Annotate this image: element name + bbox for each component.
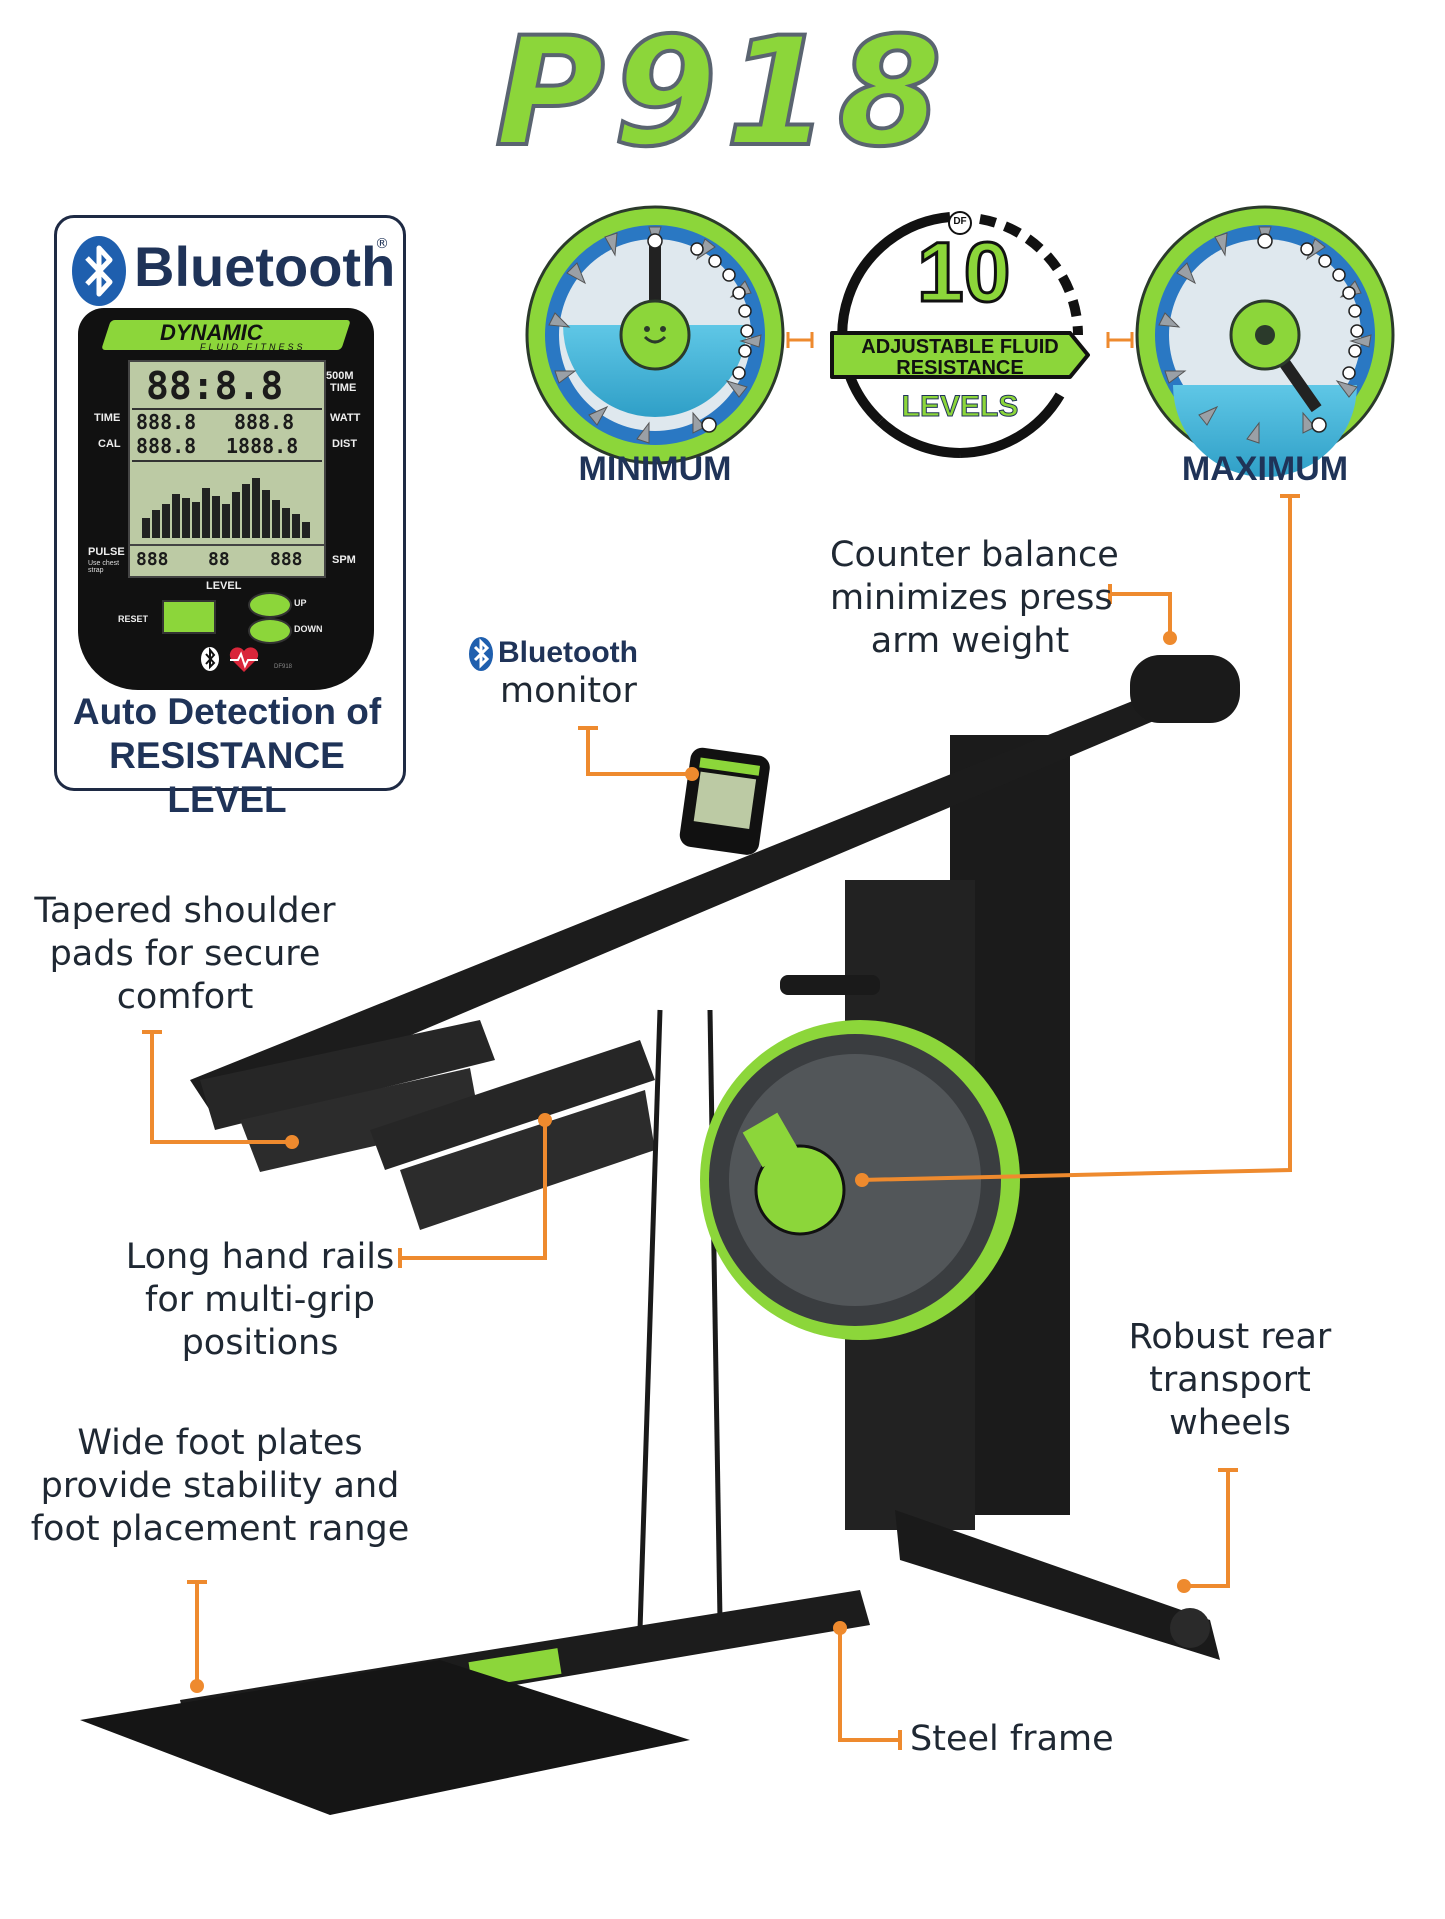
lcd-screen: 88:8.8 888.8 888.8 888.8 1888.8 (128, 360, 326, 546)
heart-rate-icon (229, 647, 259, 672)
badge-number: 10 (916, 225, 1012, 319)
lcd-main-digits: 88:8.8 (146, 364, 284, 408)
hand-rails-callout: Long hand rails for multi-grip positions (120, 1236, 400, 1365)
console-logo-text: DYNAMIC (160, 320, 263, 345)
console-logo-subtext: FLUID FITNESS (200, 342, 306, 352)
label-watt: WATT (330, 412, 361, 424)
foot-plates-line2: provide stability and (40, 1466, 400, 1506)
lcd-lower-strip: 888 88 888 (128, 544, 326, 578)
foot-plates-line1: Wide foot plates (77, 1423, 363, 1463)
foot-plates-callout: Wide foot plates provide stability and f… (30, 1422, 410, 1551)
maximum-dial (1135, 205, 1395, 477)
rear-wheels-line1: Robust rear (1128, 1317, 1332, 1357)
registered-mark: ® (375, 236, 389, 252)
hand-rails-line3: positions (181, 1323, 339, 1363)
foot-plates-line3: foot placement range (30, 1509, 410, 1549)
dial-connectors (786, 332, 1134, 348)
center-badge (830, 211, 1090, 458)
auto-detection-line2: RESISTANCE LEVEL (109, 735, 345, 820)
monitor-word: monitor (500, 671, 637, 711)
rear-wheels-line3: wheels (1169, 1403, 1291, 1443)
console-display: DYNAMIC FLUID FITNESS 88:8.8 888.8 888.8… (78, 308, 374, 690)
hand-rails-line1: Long hand rails (125, 1237, 395, 1277)
lcd-row1-right: 888.8 (234, 410, 295, 434)
resistance-graphic (525, 205, 1395, 477)
auto-detection-line1: Auto Detection of (72, 691, 382, 732)
monitor-bluetooth-brand: Bluetooth (498, 636, 638, 669)
shoulder-pads-line1: Tapered shoulder (34, 891, 336, 931)
badge-line3: LEVELS (901, 390, 1019, 424)
lcd-row2-left: 888.8 (136, 434, 197, 458)
label-reset: RESET (118, 614, 149, 624)
steel-frame-callout: Steel frame (910, 1719, 1114, 1759)
counter-balance-line1: Counter balance (830, 535, 1119, 575)
console-bluetooth-icon (201, 647, 219, 671)
badge-line1: ADJUSTABLE FLUID (861, 336, 1059, 358)
label-down: DOWN (294, 624, 323, 634)
console-model-code: DF918 (274, 664, 293, 670)
label-time-right: TIME (330, 382, 357, 394)
lcd-level-value: 88 (208, 549, 230, 570)
label-up: UP (294, 598, 307, 608)
label-spm: SPM (332, 554, 356, 566)
counter-balance-line2: minimizes press (830, 578, 1113, 618)
reset-button[interactable] (162, 600, 216, 634)
up-button[interactable] (248, 592, 292, 618)
monitor-bluetooth-icon (469, 637, 493, 671)
shoulder-pads-line2: pads for secure (49, 934, 321, 974)
shoulder-pads-callout: Tapered shoulder pads for secure comfort (30, 890, 340, 1019)
bluetooth-brand: Bluetooth (134, 235, 396, 298)
bluetooth-icon (72, 236, 126, 306)
label-500m: 500M (326, 370, 354, 382)
lcd-row2-right: 1888.8 (226, 434, 299, 458)
bluetooth-header: Bluetooth ® (70, 230, 395, 310)
down-button[interactable] (248, 618, 292, 644)
minimum-label: MINIMUM (578, 450, 732, 488)
rear-wheels-callout: Robust rear transport wheels (1110, 1316, 1350, 1445)
lcd-spm-value: 888 (270, 549, 303, 570)
bluetooth-monitor-callout: Bluetooth monitor (468, 636, 668, 716)
shoulder-pads-line3: comfort (116, 977, 254, 1017)
hand-rails-line2: for multi-grip (145, 1280, 375, 1320)
lcd-bar-graph (142, 478, 310, 538)
counter-balance-line3: arm weight (870, 621, 1070, 661)
label-level: LEVEL (206, 580, 242, 592)
label-pulse-sub: Use chest strap (88, 560, 120, 574)
label-pulse: PULSE (88, 546, 125, 558)
minimum-dial (525, 205, 785, 465)
badge-logo: DF (953, 216, 967, 227)
label-cal: CAL (98, 438, 121, 450)
lcd-row1-left: 888.8 (136, 410, 197, 434)
counter-balance-callout: Counter balance minimizes press arm weig… (830, 534, 1119, 663)
badge-line2: RESISTANCE (896, 357, 1024, 379)
lcd-pulse-value: 888 (136, 549, 169, 570)
label-time: TIME (94, 412, 121, 424)
rear-wheels-line2: transport (1149, 1360, 1311, 1400)
product-title: P918 (493, 6, 951, 180)
maximum-label: MAXIMUM (1181, 450, 1349, 488)
label-dist: DIST (332, 438, 358, 450)
